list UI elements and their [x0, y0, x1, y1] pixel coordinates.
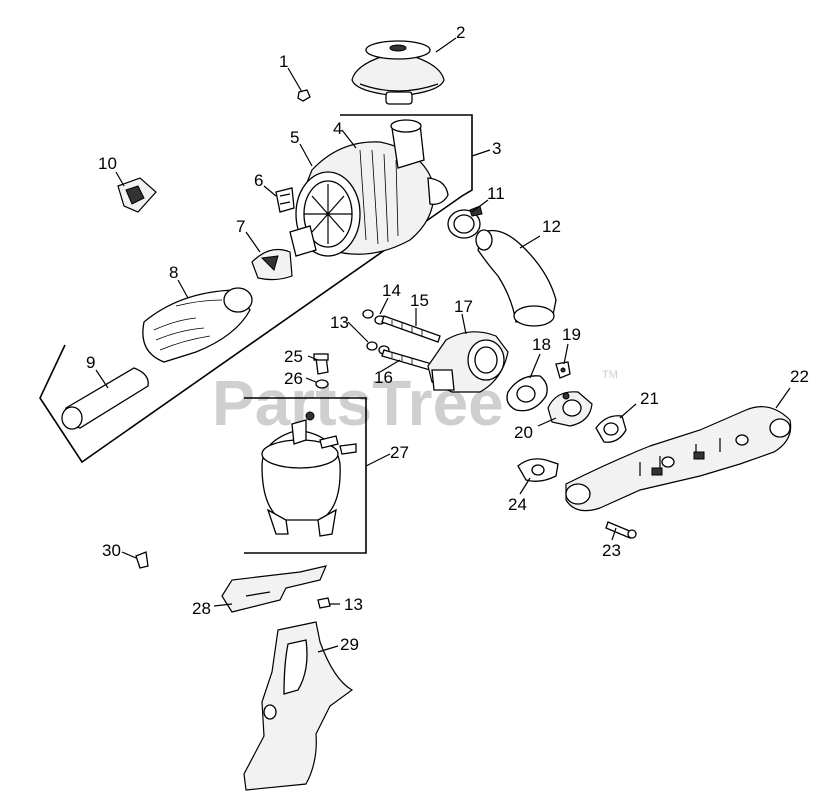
callout-18: 18 [532, 335, 551, 354]
callout-24: 24 [508, 495, 527, 514]
callout-2: 2 [456, 23, 465, 42]
assembly-bracket-27 [244, 397, 367, 554]
callout-8: 8 [169, 263, 178, 282]
callout-10: 10 [98, 154, 117, 173]
callout-13a: 13 [330, 313, 349, 332]
part-stud-15[interactable] [381, 315, 441, 343]
part-mount-bracket-29[interactable] [243, 621, 354, 791]
callout-23: 23 [602, 541, 621, 560]
callout-28: 28 [192, 599, 211, 618]
part-indicator-10[interactable] [117, 177, 157, 213]
callout-26: 26 [284, 369, 303, 388]
part-gasket-21[interactable] [595, 415, 627, 443]
part-elbow-hose-12[interactable] [475, 229, 557, 327]
part-elbow-block-20[interactable] [547, 391, 593, 427]
callout-25: 25 [284, 347, 303, 366]
callout-30: 30 [102, 541, 121, 560]
callout-17: 17 [454, 297, 473, 316]
part-hose-clamp-11[interactable] [447, 205, 483, 239]
part-bolt-25[interactable] [313, 353, 329, 375]
part-washer-26[interactable] [315, 379, 329, 389]
callout-labels: 1 2 3 4 5 6 7 8 9 10 11 12 13 13 14 15 1… [86, 23, 809, 654]
part-top-cover[interactable] [351, 40, 445, 105]
part-adapter-17[interactable] [427, 331, 509, 393]
callout-3: 3 [492, 139, 501, 158]
part-support-band-27[interactable] [261, 411, 357, 537]
part-nut-1[interactable] [297, 89, 311, 102]
callout-5: 5 [290, 128, 299, 147]
callout-6: 6 [254, 171, 263, 190]
part-clip-6[interactable] [275, 187, 295, 213]
callout-9: 9 [86, 353, 95, 372]
callout-27: 27 [390, 443, 409, 462]
watermark-tm: TM [602, 369, 618, 381]
part-filter-element-8[interactable] [142, 287, 253, 363]
part-gasket-24[interactable] [517, 458, 559, 482]
callout-19: 19 [562, 325, 581, 344]
callout-15: 15 [410, 291, 429, 310]
callout-12: 12 [542, 217, 561, 236]
part-valve-7[interactable] [251, 249, 293, 281]
callout-22: 22 [790, 367, 809, 386]
part-inner-filter-9[interactable] [61, 367, 149, 430]
callout-7: 7 [236, 217, 245, 236]
part-fitting-19[interactable] [555, 361, 571, 379]
callout-4: 4 [333, 119, 342, 138]
assembly-bracket-3 [39, 114, 473, 464]
part-nut-13b[interactable] [317, 597, 331, 609]
callout-29: 29 [340, 635, 359, 654]
leader-lines [95, 37, 791, 653]
part-bolt-23[interactable] [605, 521, 637, 539]
callout-16: 16 [374, 368, 393, 387]
callout-20: 20 [514, 423, 533, 442]
callout-11: 11 [487, 184, 505, 203]
part-intake-manifold-22[interactable] [565, 406, 792, 512]
part-clip-30[interactable] [135, 551, 149, 569]
part-bracket-28[interactable] [221, 565, 328, 613]
part-air-cleaner-body[interactable] [289, 119, 449, 257]
callout-14: 14 [382, 281, 401, 300]
callout-1: 1 [279, 52, 288, 71]
part-gasket-18[interactable] [506, 375, 548, 412]
callout-13b: 13 [344, 595, 363, 614]
callout-21: 21 [640, 389, 659, 408]
